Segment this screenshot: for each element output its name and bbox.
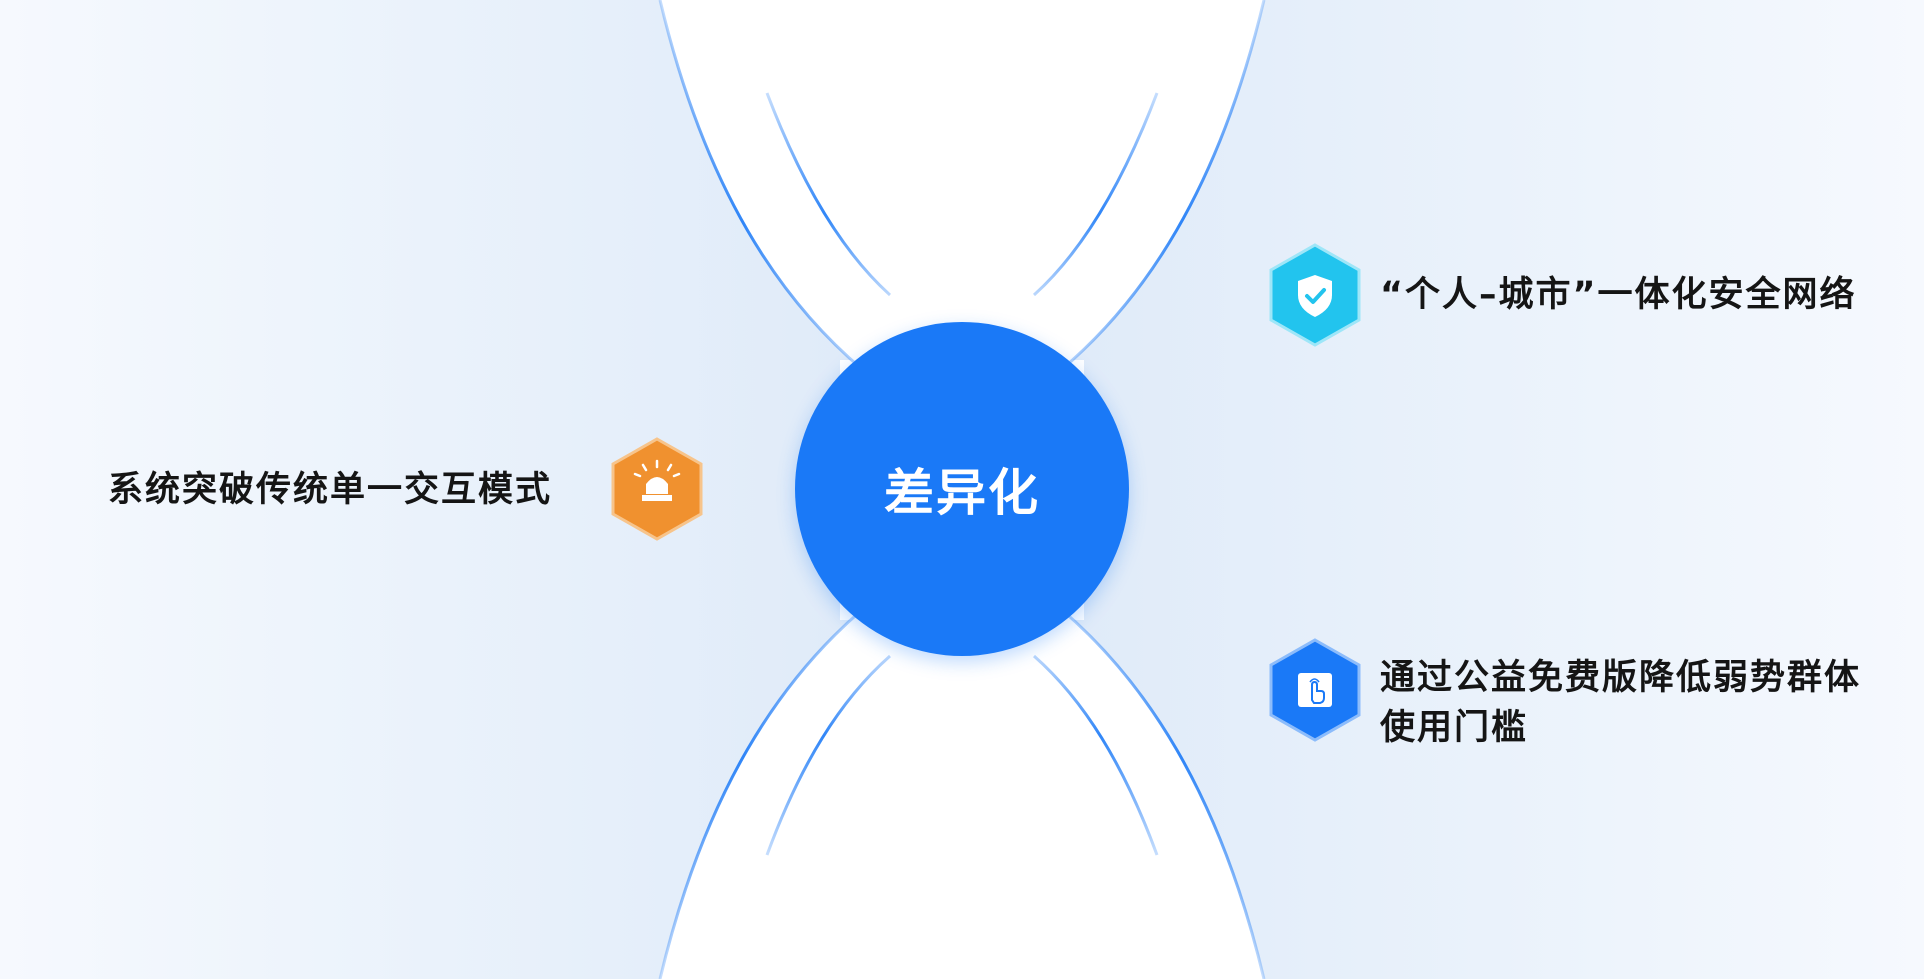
decor-arc	[1033, 654, 1159, 856]
touch-hand-icon	[1268, 638, 1362, 742]
feature-bottom-right-text: 通过公益免费版降低弱势群体使用门槛	[1380, 658, 1862, 748]
alarm-siren-icon	[610, 437, 704, 541]
decor-arc	[765, 654, 891, 856]
hourglass-shape	[660, 0, 1264, 979]
shield-check-icon	[1268, 243, 1362, 347]
decor-arc	[765, 92, 892, 297]
decor-arc	[1032, 92, 1159, 297]
feature-left-text: 系统突破传统单一交互模式	[107, 470, 552, 510]
center-label: 差异化	[884, 464, 1040, 522]
center-circle: 差异化	[795, 322, 1129, 656]
feature-top-right-text: “个人–城市”一体化安全网络	[1380, 275, 1857, 315]
